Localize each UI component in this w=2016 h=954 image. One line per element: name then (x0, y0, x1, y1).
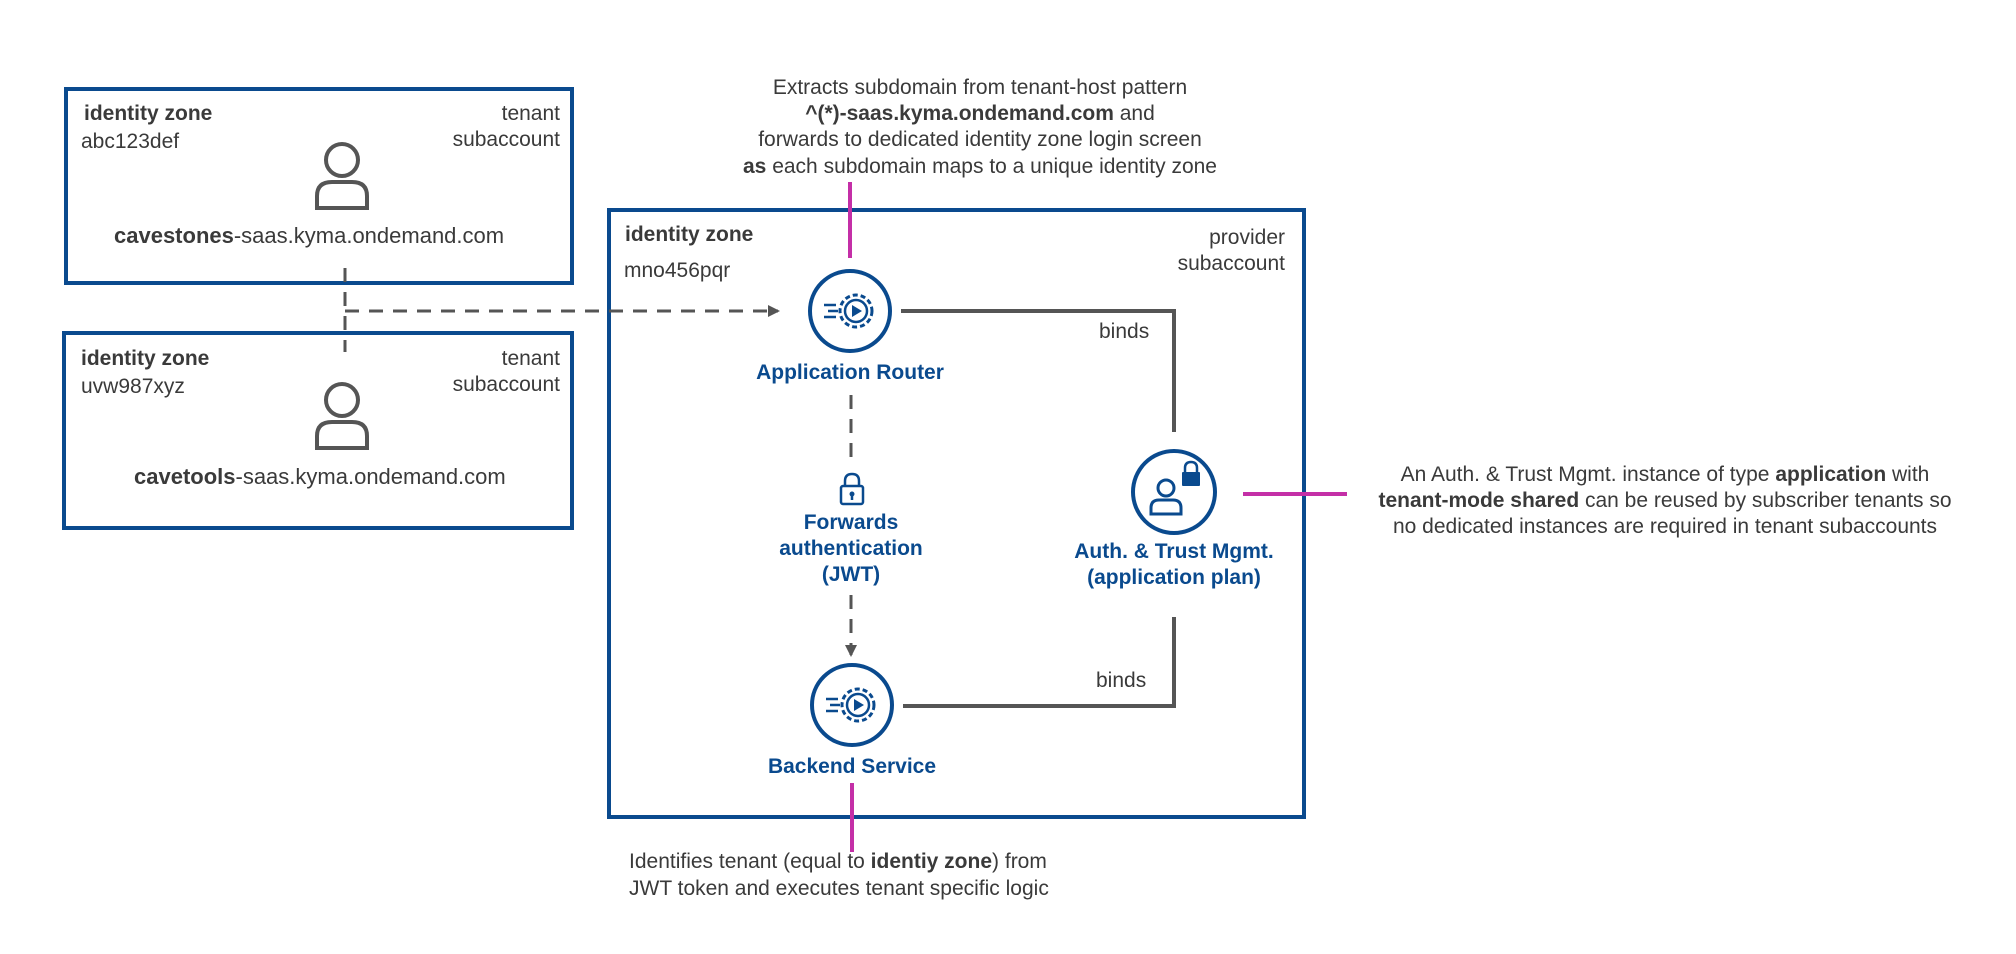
xsuaa-label-line2: (application plan) (1087, 566, 1261, 589)
router-binds-xsuaa-line (901, 309, 1176, 432)
right-note-line1-bold: application (1775, 463, 1887, 486)
binds-label-top: binds (1099, 320, 1150, 343)
forwards-label-line1: Forwards (803, 511, 899, 534)
top-note-line2-rest: and (1113, 102, 1155, 125)
tenant-b-host: cavetools-saas.kyma.ondemand.com (134, 464, 506, 490)
right-note-line3: no dedicated instances are required in t… (1392, 515, 1938, 538)
top-note-line4-bold: as (743, 155, 767, 178)
forwards-label-line2: authentication (779, 537, 923, 560)
right-note-line2-rest: can be reused by subscriber tenants so (1579, 489, 1952, 512)
forwards-label-line3: (JWT) (821, 563, 881, 586)
top-note-line4: as each subdomain maps to a unique ident… (680, 154, 1280, 180)
right-note-line2: tenant-mode shared can be reused by subs… (1340, 488, 1990, 514)
tenant-b-account-line2: subaccount (452, 373, 560, 396)
backend-service-icon (810, 663, 894, 747)
bottom-note-line1: Identifies tenant (equal to identiy zone… (629, 849, 1047, 875)
tenant-b-host-subdomain: cavetools (134, 464, 236, 489)
tenant-a-account-line2: subaccount (452, 128, 560, 151)
xsuaa-label-line1: Auth. & Trust Mgmt. (1074, 540, 1274, 563)
provider-zone-id: mno456pqr (624, 259, 731, 282)
top-note-line3: forwards to dedicated identity zone logi… (758, 128, 1202, 151)
provider-account-line1: provider (1209, 226, 1285, 249)
bottom-note-line2: JWT token and executes tenant specific l… (629, 877, 1049, 900)
tenant-b-account-line1: tenant (501, 347, 560, 370)
tenant-b-user-icon (315, 382, 369, 450)
bottom-note-line1-a: Identifies tenant (equal to (629, 850, 871, 873)
tenant-host-pattern: ^(*)-saas.kyma.ondemand.com (805, 102, 1114, 125)
top-note-line4-rest: each subdomain maps to a unique identity… (766, 155, 1217, 178)
tenant-b-zone-id: uvw987xyz (81, 375, 185, 398)
provider-account-line2: subaccount (1177, 252, 1285, 275)
top-note-line1: Extracts subdomain from tenant-host patt… (772, 76, 1188, 99)
tenant-a-account-line1: tenant (501, 102, 560, 125)
tenant-a-zone-id: abc123def (81, 130, 180, 153)
right-note-line1: An Auth. & Trust Mgmt. instance of type … (1340, 462, 1990, 488)
app-router-icon (808, 269, 892, 353)
tenant-b-zone-label: identity zone (81, 347, 210, 370)
tenant-a-zone-label: identity zone (84, 102, 213, 125)
tenant-a-host-subdomain: cavestones (114, 223, 234, 248)
backend-binds-xsuaa-line (903, 617, 1176, 708)
lock-icon (839, 472, 865, 506)
bottom-note-line1-bold: identiy zone (870, 850, 993, 873)
xsuaa-user-lock-icon (1131, 449, 1217, 535)
right-note-line1-b: with (1886, 463, 1930, 486)
tenant-a-user-icon (315, 142, 369, 210)
top-note-line2: ^(*)-saas.kyma.ondemand.com and (680, 101, 1280, 127)
bottom-note-line1-b: ) from (992, 850, 1047, 873)
tenant-a-host: cavestones-saas.kyma.ondemand.com (114, 223, 504, 249)
provider-zone-label: identity zone (625, 223, 754, 246)
right-note-line2-bold: tenant-mode shared (1378, 489, 1580, 512)
binds-label-bottom: binds (1096, 669, 1147, 692)
tenant-b-host-suffix: -saas.kyma.ondemand.com (235, 464, 506, 489)
right-note-line1-a: An Auth. & Trust Mgmt. instance of type (1400, 463, 1776, 486)
app-router-label: Application Router (756, 361, 944, 384)
tenant-a-host-suffix: -saas.kyma.ondemand.com (233, 223, 505, 248)
backend-service-label: Backend Service (767, 755, 937, 778)
